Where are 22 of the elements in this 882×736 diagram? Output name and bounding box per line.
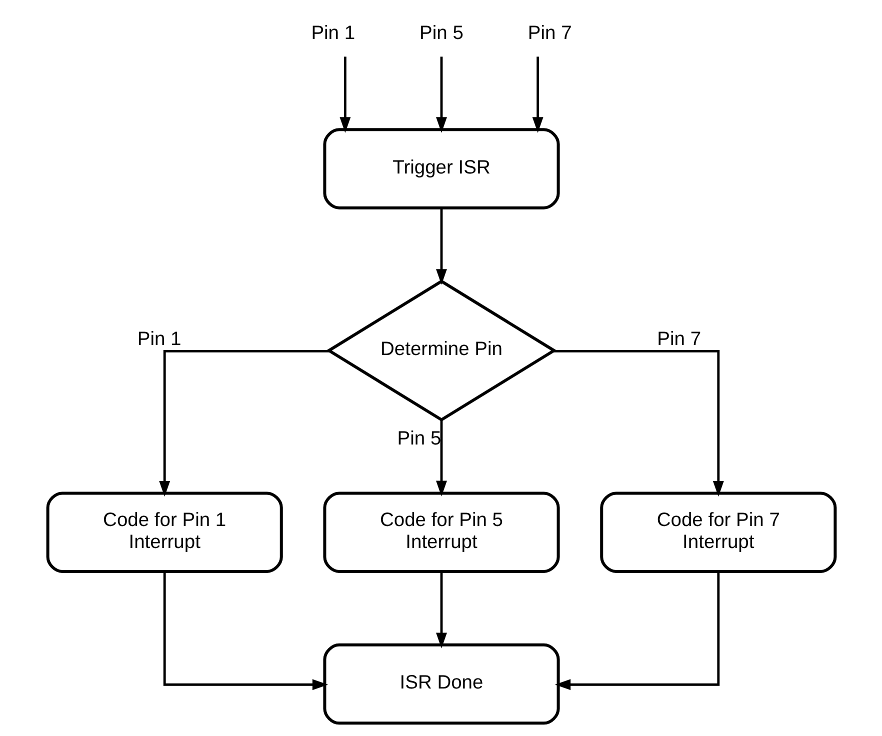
arrow [158,350,330,497]
arrow [162,572,328,690]
arrow [554,572,720,690]
edge-label: Pin 7 [656,328,701,350]
arrow [436,56,446,133]
arrow [436,208,446,285]
node-text: Pin 1 [310,23,355,44]
node-text: Pin 5 [419,23,463,44]
edge-label: Pin 1 [136,328,181,350]
arrow [436,572,446,648]
arrow [552,350,724,497]
node-box: ISR Done [322,643,560,725]
arrow [339,56,350,133]
node-diamond: Determine Pin [326,280,556,422]
arrow [436,420,446,496]
arrow [532,56,543,133]
node-box: Trigger ISR [322,128,560,210]
node-text: Pin 7 [527,23,572,44]
node-box: Code for Pin 5 Interrupt [322,492,560,573]
node-box: Code for Pin 1 Interrupt [46,492,282,573]
edge-label: Pin 5 [396,428,441,450]
node-box: Code for Pin 7 Interrupt [600,492,836,573]
